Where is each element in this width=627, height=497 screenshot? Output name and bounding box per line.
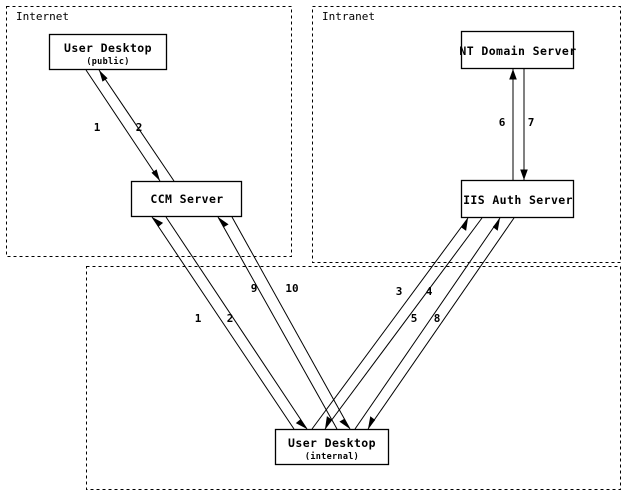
flow-arrow-2-public [99, 70, 108, 82]
node-ccm-server-title: CCM Server [150, 192, 223, 206]
zone-internal-lan-group [86, 266, 621, 490]
node-iis-auth-server[interactable]: IIS Auth Server [460, 179, 575, 219]
node-iis-auth-server-title: IIS Auth Server [463, 193, 573, 207]
flow-line-3 [311, 217, 469, 430]
zone-intranet-label: Intranet [322, 10, 375, 23]
flow-arrow-5 [492, 218, 500, 231]
node-user-desktop-internal[interactable]: User Desktop (internal) [274, 428, 390, 466]
flow-edge-internal-desktop-iis-34: 3 4 [311, 217, 483, 430]
flow-label-2-public: 2 [136, 121, 143, 134]
flow-arrow-1-internal [152, 217, 164, 227]
flow-label-5: 5 [411, 312, 418, 325]
flow-label-6: 6 [499, 116, 506, 129]
node-nt-domain-server[interactable]: NT Domain Server [459, 30, 576, 70]
node-iis-auth-server-box[interactable] [460, 179, 575, 219]
flow-label-4: 4 [426, 285, 433, 298]
flow-arrow-1-public [151, 169, 160, 181]
flow-label-2-internal: 2 [227, 312, 234, 325]
flow-arrow-8 [368, 416, 376, 429]
zone-internet-border [6, 6, 292, 257]
flow-edge-internal-desktop-iis-58: 5 8 [354, 217, 515, 430]
flow-line-5 [354, 217, 501, 430]
flow-label-1-internal: 1 [195, 312, 202, 325]
zone-internal-lan-border [86, 266, 621, 490]
node-user-desktop-public-subtitle: (public) [86, 56, 129, 67]
node-ccm-server[interactable]: CCM Server [130, 180, 243, 218]
flow-line-8 [367, 217, 515, 430]
flow-line-4 [324, 217, 483, 430]
flow-edge-iis-nt: 6 7 [499, 69, 535, 180]
flow-line-2-internal [165, 216, 308, 430]
flow-edge-public-desktop-ccm: 1 2 [85, 69, 175, 182]
node-ccm-server-box[interactable] [130, 180, 243, 218]
flow-line-1-internal [151, 216, 295, 430]
node-nt-domain-server-title: NT Domain Server [459, 44, 576, 58]
zone-intranet-group: Intranet [312, 6, 621, 263]
node-nt-domain-server-box[interactable] [460, 30, 575, 70]
flow-edge-internal-desktop-ccm-12: 1 2 [151, 216, 308, 430]
flow-arrow-10 [339, 418, 350, 429]
zone-internet-group: Internet [6, 6, 292, 257]
flow-edge-internal-desktop-ccm-910: 9 10 [217, 216, 351, 430]
flow-arrow-2-internal [295, 419, 307, 429]
flow-line-9 [217, 216, 338, 430]
node-user-desktop-public-title: User Desktop [64, 41, 152, 55]
flow-arrow-6 [509, 69, 517, 80]
node-user-desktop-internal-subtitle: (internal) [305, 451, 359, 462]
flow-label-1-public: 1 [94, 121, 101, 134]
flow-label-10: 10 [285, 282, 298, 295]
flow-arrow-7 [520, 169, 528, 180]
zone-internet-label: Internet [16, 10, 69, 23]
node-user-desktop-internal-title: User Desktop [288, 436, 376, 450]
node-user-desktop-public[interactable]: User Desktop (public) [48, 33, 168, 71]
flow-arrow-9 [218, 217, 229, 228]
flow-label-3: 3 [396, 285, 403, 298]
node-user-desktop-internal-box[interactable] [274, 428, 390, 466]
node-user-desktop-public-box[interactable] [48, 33, 168, 71]
flow-arrow-3 [461, 218, 468, 231]
flow-arrow-4 [325, 416, 332, 429]
flow-label-9: 9 [251, 282, 258, 295]
flow-label-7: 7 [528, 116, 535, 129]
flow-line-1-public [85, 69, 161, 182]
flow-line-10 [231, 216, 351, 430]
flow-line-2-public [98, 69, 175, 182]
flow-label-8: 8 [434, 312, 441, 325]
